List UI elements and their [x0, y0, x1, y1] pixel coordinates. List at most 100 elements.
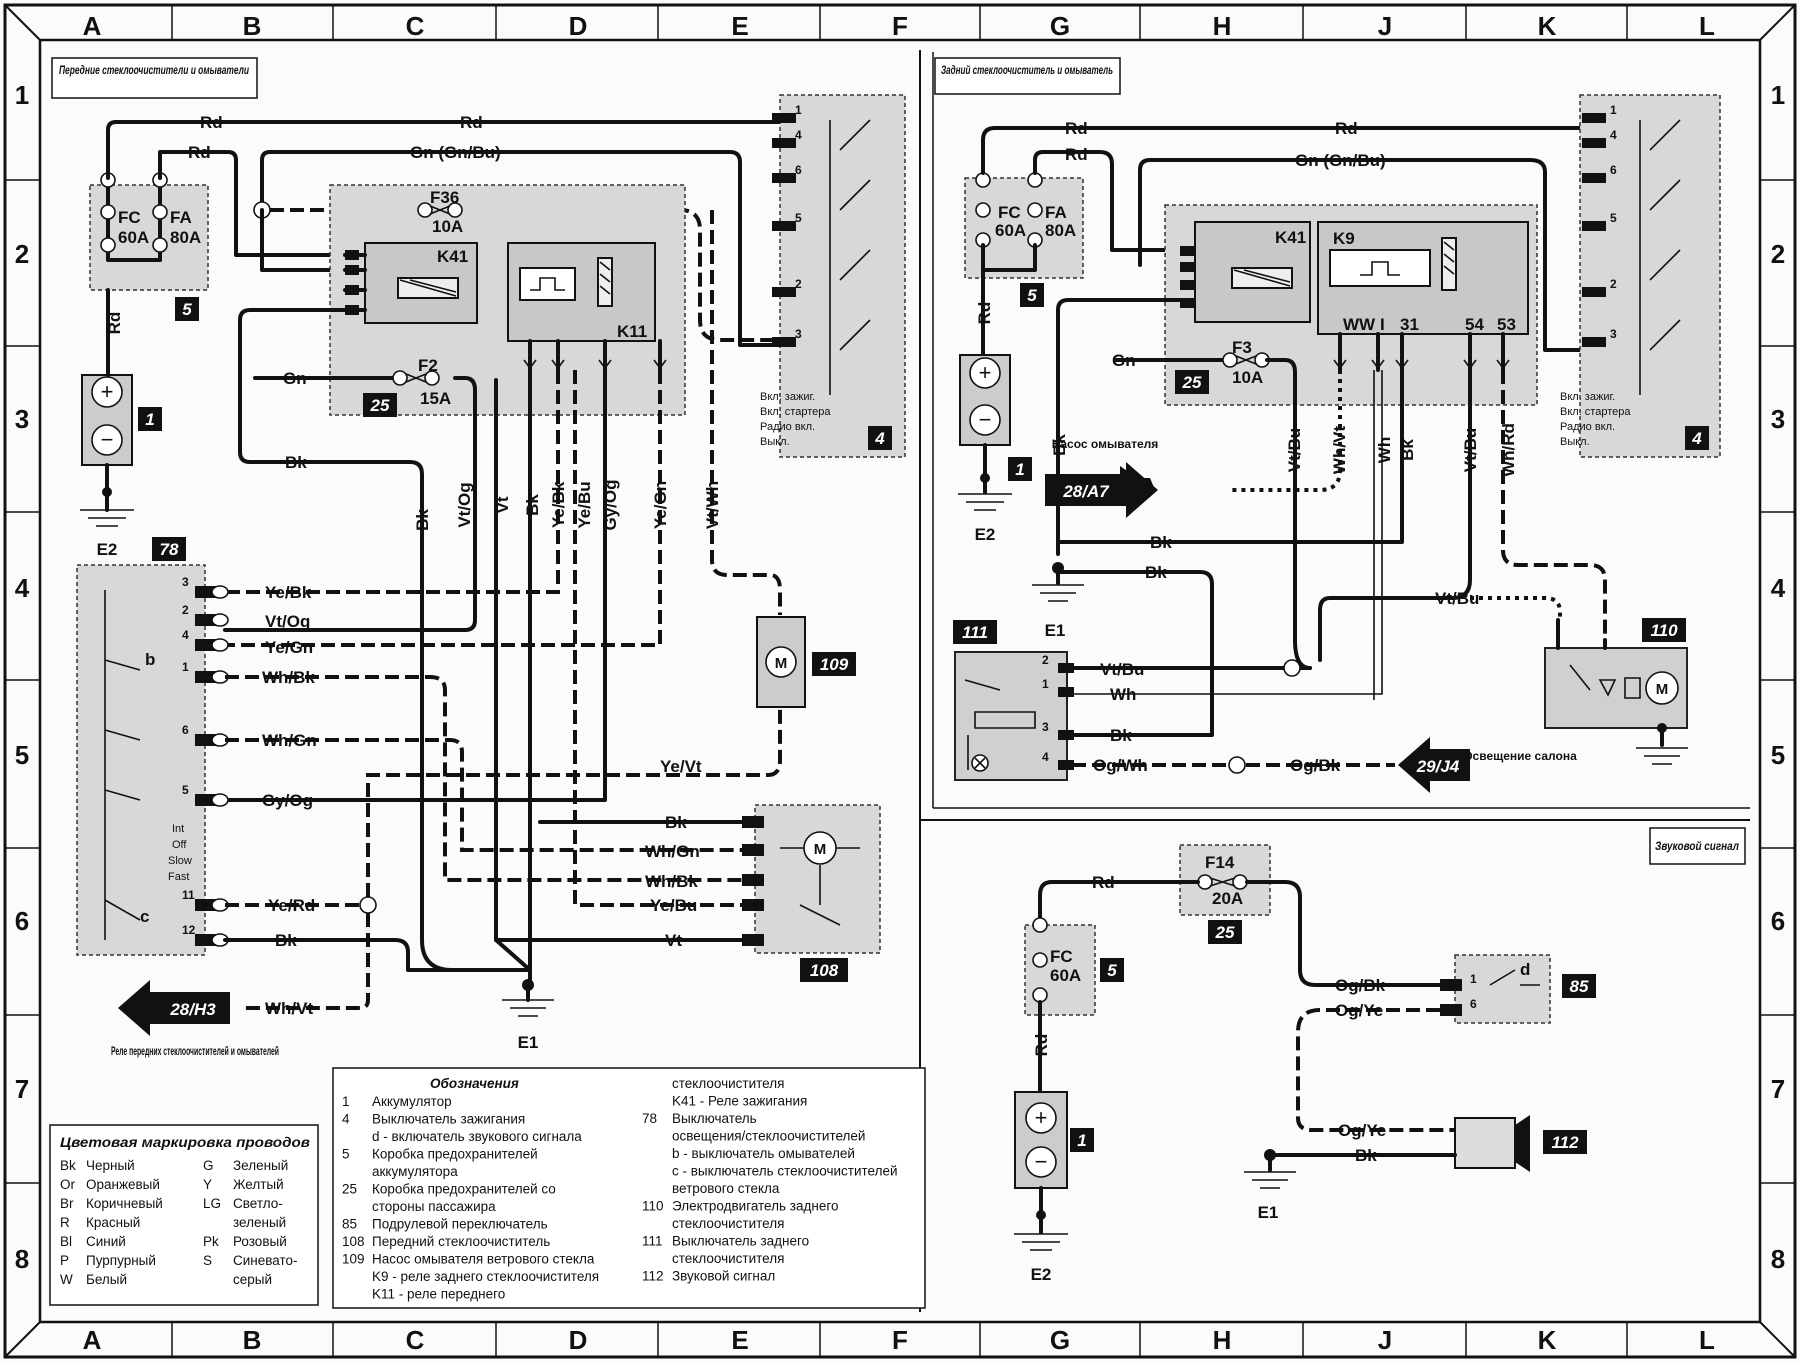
grid-col-bottom-C: C — [406, 1325, 425, 1355]
color-code: Y — [203, 1177, 212, 1192]
horn-112: 112 — [1454, 1115, 1587, 1172]
section-title-rear-text: Задний стеклоочиститель и омыватель — [941, 63, 1113, 77]
switch78-pin-3 — [195, 586, 217, 598]
grid-row-right-2: 2 — [1771, 239, 1785, 269]
svg-text:1: 1 — [1077, 1131, 1086, 1150]
svg-text:Wh/Vt: Wh/Vt — [1330, 426, 1349, 474]
switch-85 — [1454, 954, 1551, 1024]
wire-og-bk-horn — [1245, 880, 1442, 987]
fuse-f36: F36 10A — [417, 188, 463, 236]
switch111-pin-3 — [1058, 730, 1074, 740]
svg-text:Rd: Rd — [1092, 873, 1115, 892]
svg-text:Ye/Vt: Ye/Vt — [660, 757, 702, 776]
color-code: W — [60, 1272, 73, 1287]
wire-ye-bk — [225, 370, 560, 594]
ignition-switch-4-left — [779, 94, 906, 458]
badge-85: 85 — [1562, 974, 1596, 998]
switch111-pin-1 — [1058, 687, 1074, 697]
grid-col-bottom-J: J — [1378, 1325, 1392, 1355]
legend-key-number: 25 — [342, 1182, 357, 1197]
grid-col-top-G: G — [1050, 11, 1070, 41]
section-title-rear: Задний стеклоочиститель и омыватель — [934, 57, 1121, 95]
svg-text:Og/Bk: Og/Bk — [1290, 756, 1341, 775]
svg-text:E1: E1 — [1045, 621, 1066, 640]
ground-e1-horn: E1 — [1244, 1149, 1296, 1222]
grid-col-top-A: A — [83, 11, 102, 41]
battery-1-rear: + − E2 1 — [958, 354, 1032, 544]
svg-text:Ye/Gn: Ye/Gn — [265, 638, 313, 657]
svg-text:Wh/Gn: Wh/Gn — [262, 731, 317, 750]
legend-key-number: 5 — [342, 1147, 350, 1162]
grid-row-left-8: 8 — [15, 1244, 29, 1274]
svg-text:29/J4: 29/J4 — [1416, 757, 1460, 776]
svg-text:111: 111 — [962, 623, 988, 642]
color-name: Светло- — [233, 1196, 283, 1211]
svg-text:108: 108 — [810, 961, 839, 980]
legend-key-number: 110 — [642, 1199, 664, 1214]
grid-col-bottom-K: K — [1538, 1325, 1557, 1355]
svg-text:Ye/Bu: Ye/Bu — [650, 896, 697, 915]
motor108-pin — [742, 844, 764, 856]
svg-text:Off: Off — [172, 839, 187, 851]
ignition-pin-1 — [1582, 113, 1606, 123]
svg-text:5: 5 — [182, 300, 192, 319]
svg-text:80A: 80A — [1045, 221, 1076, 240]
ground-e1-left: E1 — [502, 979, 554, 1052]
svg-text:Slow: Slow — [168, 855, 192, 867]
switch78-pin-12 — [195, 934, 217, 946]
color-code: Br — [60, 1196, 74, 1211]
grid-col-bottom-L: L — [1699, 1325, 1715, 1355]
svg-text:Gy/Og: Gy/Og — [601, 479, 620, 530]
svg-text:Vt/Bu: Vt/Bu — [1100, 660, 1144, 679]
fuse-f3: F3 10A — [1222, 338, 1270, 387]
ignition-pin-5 — [1582, 221, 1606, 231]
grid-row-left-1: 1 — [15, 80, 29, 110]
ref-28-h3[interactable]: 28/H3 — [118, 980, 230, 1036]
legend-key-number: 108 — [342, 1234, 365, 1249]
legend-key-text: Выключатель — [672, 1111, 757, 1126]
wire-bk-left — [238, 308, 530, 972]
ignition-pin-label: 4 — [795, 128, 802, 142]
svg-text:60A: 60A — [995, 221, 1026, 240]
svg-text:Радио вкл.: Радио вкл. — [760, 421, 815, 433]
ignition-pin-label: 1 — [1610, 103, 1617, 117]
wire-rd-1 — [106, 120, 782, 180]
grid-row-left-2: 2 — [15, 239, 29, 269]
color-name: зеленый — [233, 1215, 286, 1230]
ref-29-j4[interactable]: 29/J4 — [1398, 737, 1470, 793]
svg-text:d: d — [1520, 960, 1530, 979]
svg-text:Rd: Rd — [1065, 119, 1088, 138]
legend-key-number: 1 — [342, 1094, 350, 1109]
section-title-front-text: Передние стеклоочистители и омыватели — [59, 63, 249, 77]
switch111-pin-2 — [1058, 663, 1074, 673]
svg-text:Vt/Og: Vt/Og — [265, 612, 310, 631]
svg-text:M: M — [814, 841, 827, 858]
svg-text:Ye/Bk: Ye/Bk — [265, 583, 312, 602]
fuse-fc-rear: FC 60A — [975, 172, 1026, 248]
svg-text:Vt/Bu: Vt/Bu — [1285, 428, 1304, 472]
legend-key-text: Коробка предохранителей — [372, 1147, 538, 1162]
grid-row-left-3: 3 — [15, 404, 29, 434]
legend-key-number: 4 — [342, 1112, 350, 1127]
ref-28-a7[interactable]: 28/A7 — [1045, 462, 1158, 518]
legend-key-number: 85 — [342, 1217, 357, 1232]
legend-key-text: K11 - реле переднего — [372, 1287, 505, 1302]
svg-text:Bk: Bk — [1398, 439, 1417, 461]
svg-text:FC: FC — [998, 203, 1021, 222]
fuse-fa-rear: FA 80A — [1027, 172, 1076, 248]
svg-text:F14: F14 — [1205, 853, 1235, 872]
color-name: Пурпурный — [86, 1253, 156, 1268]
grid-col-top-B: B — [243, 11, 262, 41]
wire-vt-og — [223, 376, 477, 632]
switch85-pin-6 — [1440, 1004, 1462, 1016]
ignition-pin-label: 3 — [1610, 327, 1617, 341]
wire-ye-gn — [225, 370, 662, 647]
switch111-pin-label: 1 — [1042, 677, 1049, 691]
svg-text:F3: F3 — [1232, 338, 1252, 357]
svg-text:Rd: Rd — [460, 113, 483, 132]
grid-col-top-L: L — [1699, 11, 1715, 41]
washer-pump-109: M 109 — [756, 616, 856, 708]
badge-4-left: 4 — [868, 426, 892, 450]
